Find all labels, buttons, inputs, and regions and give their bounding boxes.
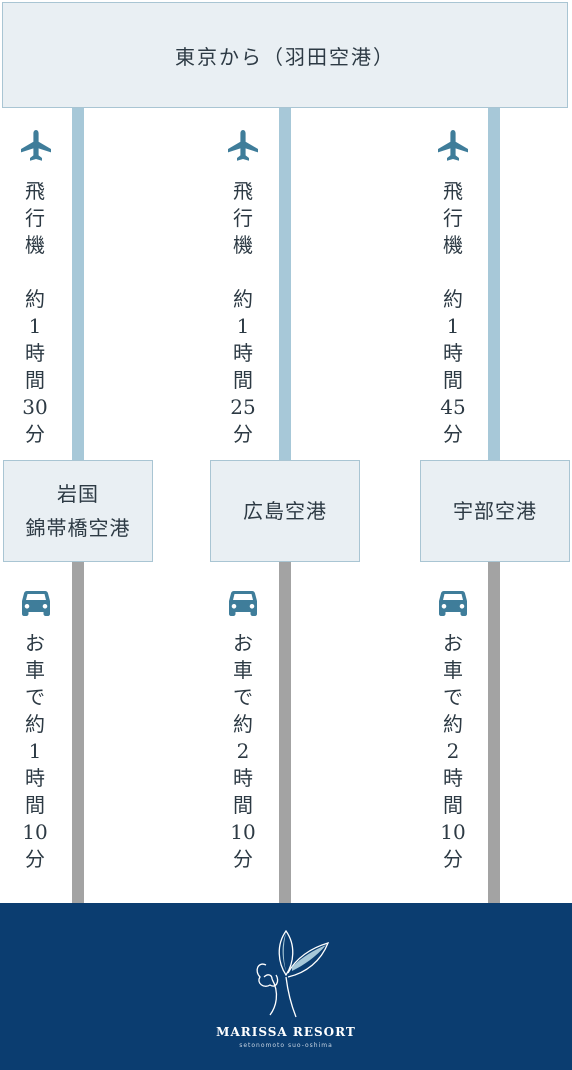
flight-duration-char: 間 xyxy=(25,368,45,392)
flight-duration-3: 飛 行 機 約 1 時 間 45 分 xyxy=(438,178,468,448)
air-route-line-3 xyxy=(488,108,500,460)
car-route-line-3 xyxy=(488,562,500,903)
car-route-line-1 xyxy=(72,562,84,903)
air-route-line-1 xyxy=(72,108,84,460)
flight-duration-char: 機 xyxy=(25,233,45,257)
car-icon xyxy=(225,585,261,621)
flight-duration-char: 時 xyxy=(443,341,463,365)
resort-name: MARISSA RESORT xyxy=(216,1025,356,1039)
flight-duration-gap xyxy=(20,259,50,286)
airplane-icon xyxy=(18,128,54,164)
drive-duration-3: お 車 で 約 2 時 間 10 分 xyxy=(438,630,468,873)
origin-label: 東京から（羽田空港） xyxy=(175,44,395,69)
flight-duration-char: 分 xyxy=(443,422,463,446)
drive-duration-char: 車 xyxy=(25,658,45,682)
flight-duration-char: 行 xyxy=(233,206,253,230)
flight-duration-char: 約 xyxy=(25,287,45,311)
drive-duration-char: で xyxy=(25,685,45,709)
drive-duration-char: 間 xyxy=(233,793,253,817)
flight-duration-char: 飛 xyxy=(233,179,253,203)
flight-duration-char: 約 xyxy=(443,287,463,311)
flight-duration-char: 45 xyxy=(440,395,466,419)
flight-duration-2: 飛 行 機 約 1 時 間 25 分 xyxy=(228,178,258,448)
airplane-icon xyxy=(435,128,471,164)
flight-duration-gap xyxy=(438,259,468,286)
flight-duration-char: 時 xyxy=(233,341,253,365)
flight-duration-char: 1 xyxy=(28,314,42,338)
drive-duration-char: お xyxy=(233,631,253,655)
drive-duration-char: 時 xyxy=(443,766,463,790)
flight-duration-char: 間 xyxy=(443,368,463,392)
air-route-line-2 xyxy=(279,108,291,460)
drive-duration-char: 10 xyxy=(22,820,48,844)
flight-duration-char: 約 xyxy=(233,287,253,311)
flight-duration-gap xyxy=(228,259,258,286)
car-icon xyxy=(435,585,471,621)
airport-box-iwakuni: 岩国 錦帯橋空港 xyxy=(3,460,153,562)
car-icon xyxy=(18,585,54,621)
drive-duration-1: お 車 で 約 1 時 間 10 分 xyxy=(20,630,50,873)
flight-duration-char: 時 xyxy=(25,341,45,365)
drive-duration-char: で xyxy=(233,685,253,709)
drive-duration-char: 時 xyxy=(233,766,253,790)
car-route-line-2 xyxy=(279,562,291,903)
drive-duration-char: お xyxy=(25,631,45,655)
drive-duration-char: 10 xyxy=(230,820,256,844)
drive-duration-char: で xyxy=(443,685,463,709)
drive-duration-char: 約 xyxy=(233,712,253,736)
destination-banner: MARISSA RESORT setonomoto suo-oshima xyxy=(0,903,572,1070)
airplane-icon xyxy=(225,128,261,164)
drive-duration-char: 間 xyxy=(443,793,463,817)
flight-duration-char: 行 xyxy=(443,206,463,230)
drive-duration-char: 10 xyxy=(440,820,466,844)
flight-duration-char: 分 xyxy=(233,422,253,446)
flight-duration-char: 機 xyxy=(443,233,463,257)
airport-name-line: 岩国 xyxy=(57,482,99,506)
flight-duration-char: 30 xyxy=(22,395,48,419)
drive-duration-char: 1 xyxy=(28,739,42,763)
resort-logo-icon xyxy=(256,929,330,1018)
drive-duration-char: 分 xyxy=(25,847,45,871)
flight-duration-char: 飛 xyxy=(25,179,45,203)
flight-duration-char: 間 xyxy=(233,368,253,392)
flight-duration-char: 1 xyxy=(446,314,460,338)
flight-duration-char: 飛 xyxy=(443,179,463,203)
airport-name-line: 宇部空港 xyxy=(453,499,537,523)
drive-duration-char: お xyxy=(443,631,463,655)
drive-duration-char: 車 xyxy=(233,658,253,682)
flight-duration-char: 機 xyxy=(233,233,253,257)
flight-duration-char: 分 xyxy=(25,422,45,446)
airport-box-hiroshima: 広島空港 xyxy=(210,460,360,562)
drive-duration-char: 約 xyxy=(443,712,463,736)
flight-duration-1: 飛 行 機 約 1 時 間 30 分 xyxy=(20,178,50,448)
flight-duration-char: 25 xyxy=(230,395,256,419)
drive-duration-char: 分 xyxy=(233,847,253,871)
flight-duration-char: 1 xyxy=(236,314,250,338)
flight-duration-char: 行 xyxy=(25,206,45,230)
resort-subtitle: setonomoto suo-oshima xyxy=(239,1042,333,1049)
airport-name-line: 広島空港 xyxy=(243,499,327,523)
airport-box-ube: 宇部空港 xyxy=(420,460,570,562)
airport-name-line: 錦帯橋空港 xyxy=(25,516,131,540)
drive-duration-char: 車 xyxy=(443,658,463,682)
drive-duration-char: 間 xyxy=(25,793,45,817)
drive-duration-char: 分 xyxy=(443,847,463,871)
drive-duration-char: 約 xyxy=(25,712,45,736)
drive-duration-char: 2 xyxy=(236,739,250,763)
drive-duration-char: 2 xyxy=(446,739,460,763)
origin-box: 東京から（羽田空港） xyxy=(2,2,568,108)
drive-duration-char: 時 xyxy=(25,766,45,790)
drive-duration-2: お 車 で 約 2 時 間 10 分 xyxy=(228,630,258,873)
